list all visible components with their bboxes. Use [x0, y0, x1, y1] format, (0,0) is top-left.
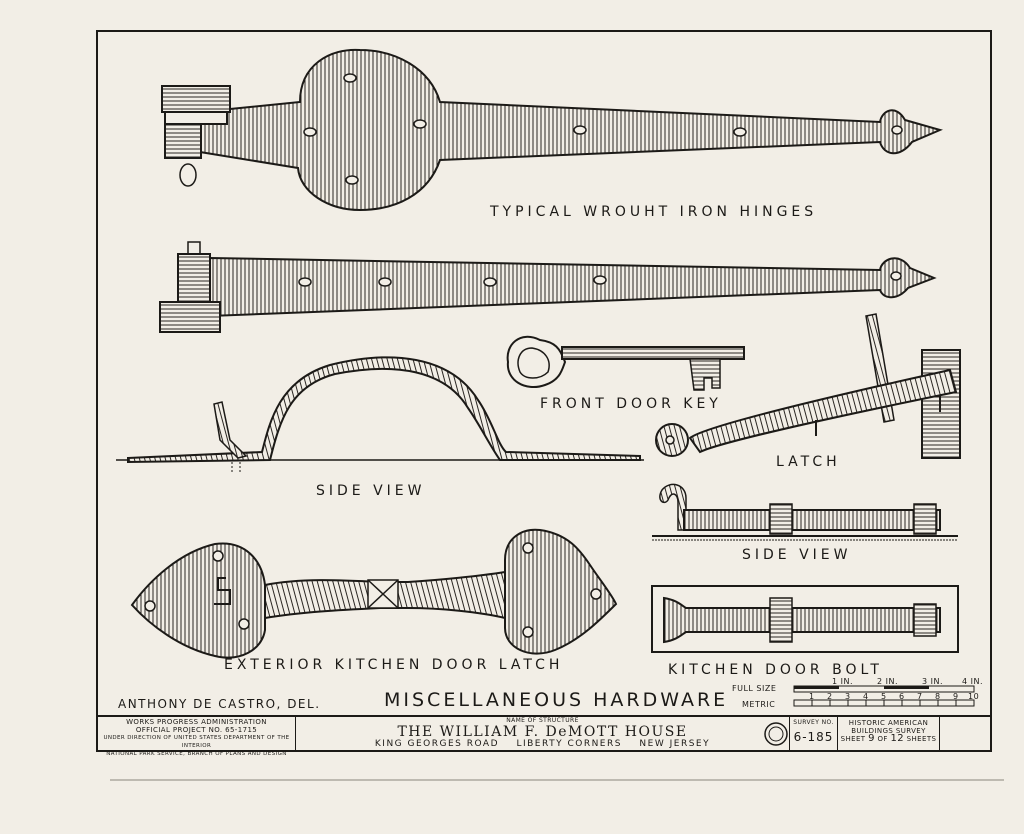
sheet-number: 9: [868, 733, 875, 744]
title-block-survey: SURVEY NO. 6-185: [790, 716, 838, 750]
hinge-strap: [159, 241, 937, 333]
agency-line: UNDER DIRECTION OF UNITED STATES DEPARTM…: [103, 735, 290, 749]
scale-tick-metric: 1: [809, 692, 815, 701]
title-block-agency: WORKS PROGRESS ADMINISTRATION OFFICIAL P…: [98, 716, 296, 757]
front-door-key: [506, 335, 745, 391]
delineator: ANTHONY DE CASTRO, DEL.: [118, 697, 321, 711]
scale-tick-inch: 4 IN.: [962, 677, 984, 686]
state: NEW JERSEY: [639, 739, 711, 749]
town: LIBERTY CORNERS: [516, 739, 622, 749]
habs-line: BUILDINGS SURVEY: [851, 727, 926, 735]
of-word: OF: [877, 735, 888, 743]
latch-bar: [655, 313, 961, 459]
sheet-count: SHEET 9 OF 12 SHEETS: [838, 733, 939, 744]
sheets-word: SHEETS: [906, 735, 937, 743]
label-exterior-kitchen-door-latch: EXTERIOR KITCHEN DOOR LATCH: [224, 657, 564, 673]
structure-location: KING GEORGES ROAD LIBERTY CORNERS NEW JE…: [296, 739, 789, 749]
label-side-view-right: SIDE VIEW: [742, 547, 852, 563]
agency-line: NATIONAL PARK SERVICE, BRANCH OF PLANS A…: [106, 751, 287, 757]
handle-side-view: [116, 356, 644, 474]
survey-number: 6-185: [793, 730, 834, 744]
habs-line: HISTORIC AMERICAN: [848, 719, 929, 727]
name-caption: NAME OF STRUCTURE: [506, 717, 579, 724]
scale-tick-metric: 4: [863, 692, 869, 701]
survey-caption: SURVEY NO.: [793, 719, 834, 726]
title-block-habs: HISTORIC AMERICAN BUILDINGS SURVEY SHEET…: [838, 716, 940, 750]
label-hinges: TYPICAL WROUHT IRON HINGES: [490, 204, 818, 220]
scale-tick-metric: 6: [899, 692, 905, 701]
scale-tick-metric: 3: [845, 692, 851, 701]
scale-tick-metric: 5: [881, 692, 887, 701]
exterior-door-latch: [130, 528, 618, 659]
scale-tick-inch: 3 IN.: [922, 677, 944, 686]
scale-tick-inch: 1 IN.: [832, 677, 854, 686]
structure-name: THE WILLIAM F. DeMOTT HOUSE: [397, 724, 688, 740]
label-front-door-key: FRONT DOOR KEY: [540, 396, 722, 412]
road: KING GEORGES ROAD: [374, 739, 500, 749]
scale-metric-label: METRIC: [742, 700, 776, 709]
scale-tick-metric: 7: [917, 692, 923, 701]
scale-tick-metric: 9: [953, 692, 959, 701]
agency-line: OFFICIAL PROJECT NO. 65-1715: [135, 726, 258, 734]
scale-tick-metric: 10: [968, 692, 980, 701]
scale-tick-metric: 8: [935, 692, 941, 701]
kitchen-door-bolt: [651, 585, 959, 653]
title-block-structure: NAME OF STRUCTURE THE WILLIAM F. DeMOTT …: [296, 716, 790, 750]
sheet-title: MISCELLANEOUS HARDWARE: [384, 689, 729, 711]
bolt-side-view: [652, 483, 958, 541]
title-block-lines: [96, 715, 1004, 781]
sheet-word: SHEET: [840, 735, 866, 743]
agency-line: WORKS PROGRESS ADMINISTRATION: [126, 718, 267, 726]
label-kitchen-door-bolt: KITCHEN DOOR BOLT: [668, 662, 883, 678]
sheet-total: 12: [890, 733, 905, 744]
label-side-view-left: SIDE VIEW: [316, 483, 426, 499]
scale-bar: [793, 685, 975, 707]
scale-tick-metric: 2: [827, 692, 833, 701]
scale-tick-inch: 2 IN.: [877, 677, 899, 686]
label-latch: LATCH: [776, 454, 841, 470]
scale-full-size-label: FULL SIZE: [732, 684, 777, 693]
hinge-round-plate: [161, 48, 943, 212]
